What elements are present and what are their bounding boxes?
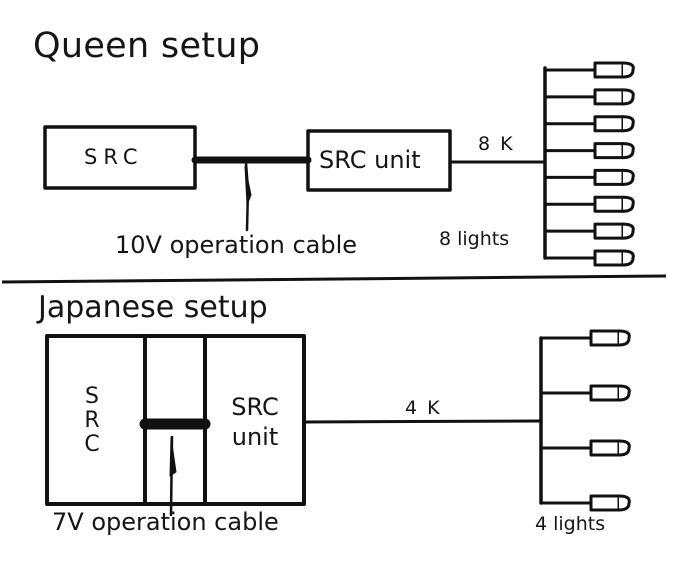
- bulb-icon: [593, 222, 625, 240]
- queen-cable-label: 10V operation cable: [115, 231, 358, 259]
- queen-light-2: [543, 88, 635, 106]
- bulb-tip-icon: [617, 494, 631, 512]
- bulb-icon: [593, 249, 625, 267]
- japanese-light-2: [539, 384, 631, 402]
- bulb-icon: [593, 115, 625, 133]
- japanese-cable-label: 7V operation cable: [52, 508, 279, 536]
- queen-src-unit-label: SRC unit: [319, 146, 421, 174]
- japanese-lights: [539, 329, 631, 512]
- japanese-outer-box: [45, 334, 306, 506]
- queen-lights-label: 8 lights: [439, 228, 510, 250]
- queen-light-3: [543, 115, 635, 133]
- src-letter-s: S: [85, 384, 99, 409]
- japanese-cable-pointer-wedge: [169, 436, 177, 477]
- bulb-tip-icon: [617, 439, 631, 457]
- unit-line-2: unit: [231, 423, 279, 451]
- bulb-icon: [589, 494, 621, 512]
- section-divider: [1, 274, 667, 284]
- queen-light-7: [543, 222, 635, 240]
- japanese-light-4: [539, 494, 631, 512]
- queen-light-1: [543, 61, 635, 79]
- unit-line-1: SRC: [231, 393, 279, 421]
- bulb-tip-icon: [621, 195, 635, 213]
- japanese-diagram: [45, 329, 631, 517]
- bulb-icon: [593, 168, 625, 186]
- queen-light-6: [543, 195, 635, 213]
- bulb-icon: [589, 439, 621, 457]
- queen-cable-pointer-wedge: [244, 165, 252, 206]
- queen-light-8: [543, 249, 635, 267]
- queen-diagram: [43, 61, 635, 267]
- bulb-tip-icon: [621, 142, 635, 160]
- queen-link-label: 8 K: [478, 133, 515, 155]
- bulb-icon: [593, 195, 625, 213]
- src-letter-c: C: [84, 432, 100, 457]
- bulb-tip-icon: [621, 168, 635, 186]
- bulb-tip-icon: [621, 88, 635, 106]
- japanese-4k-line: [302, 419, 543, 424]
- bulb-icon: [593, 61, 625, 79]
- bulb-tip-icon: [617, 384, 631, 402]
- japanese-src-label: S R C: [80, 385, 104, 457]
- queen-lights: [543, 61, 635, 267]
- japanese-light-3: [539, 439, 631, 457]
- src-letter-r: R: [84, 408, 100, 433]
- bulb-icon: [593, 142, 625, 160]
- bulb-icon: [589, 329, 621, 347]
- japanese-lights-label: 4 lights: [535, 513, 606, 535]
- queen-light-4: [543, 142, 635, 160]
- japanese-link-label: 4 K: [405, 397, 442, 419]
- queen-src-label: SRC: [84, 145, 144, 169]
- japanese-title: Japanese setup: [38, 290, 268, 325]
- bulb-tip-icon: [621, 61, 635, 79]
- japanese-light-1: [539, 329, 631, 347]
- bulb-icon: [589, 384, 621, 402]
- queen-light-5: [543, 168, 635, 186]
- bulb-tip-icon: [617, 329, 631, 347]
- bulb-tip-icon: [621, 249, 635, 267]
- bulb-tip-icon: [621, 115, 635, 133]
- queen-title: Queen setup: [33, 26, 261, 66]
- bulb-icon: [593, 88, 625, 106]
- bulb-tip-icon: [621, 222, 635, 240]
- japanese-src-unit-label: SRC unit: [220, 392, 290, 452]
